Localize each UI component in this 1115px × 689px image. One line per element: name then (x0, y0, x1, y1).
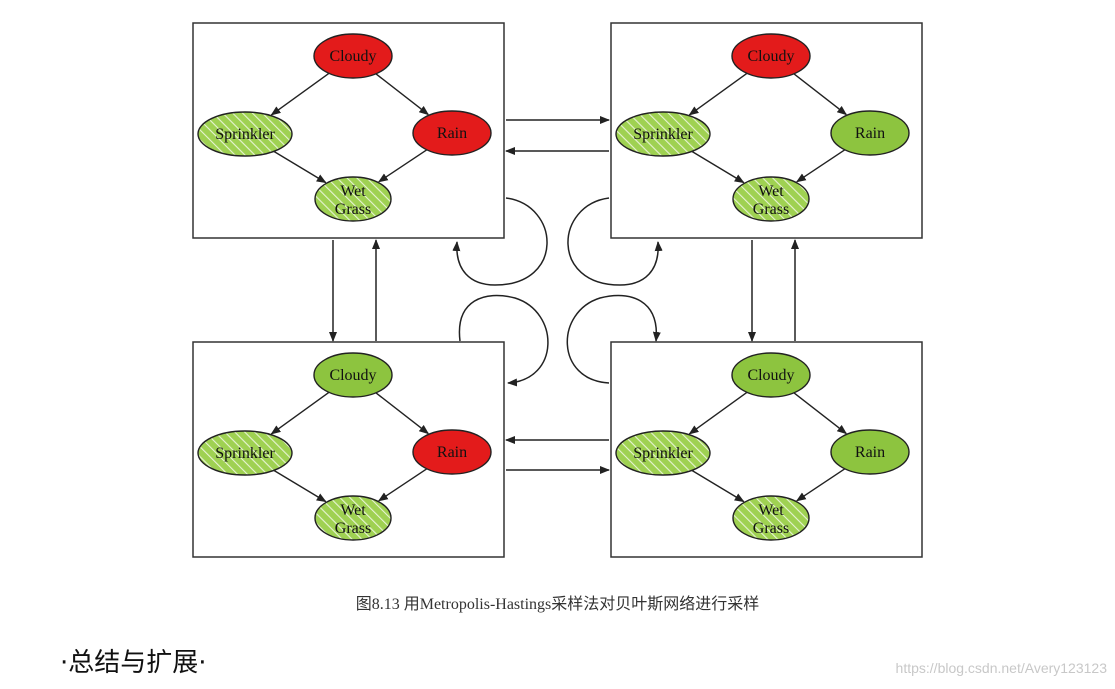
node-label: Rain (437, 125, 467, 142)
edge-sprinkler-wetgrass (273, 150, 327, 184)
node-label: Cloudy (329, 48, 376, 65)
edge-cloudy-sprinkler (270, 391, 330, 435)
node-rain (412, 429, 492, 475)
node-label-line1: Wet (340, 502, 366, 519)
node-label: Rain (855, 444, 885, 461)
self-loop-top-left (452, 197, 548, 286)
edge-cloudy-sprinkler (270, 72, 330, 116)
node-label-line1: Wet (758, 183, 784, 200)
edge-sprinkler-wetgrass (691, 150, 745, 184)
node-label: Sprinkler (633, 126, 693, 143)
node-cloudy (731, 352, 811, 398)
node-sprinkler (197, 430, 293, 476)
node-label: Rain (855, 125, 885, 142)
node-label-line2: Grass (753, 520, 789, 537)
edge-cloudy-rain (375, 392, 430, 435)
figure-caption: 图8.13 用Metropolis-Hastings采样法对贝叶斯网络进行采样 (355, 596, 760, 613)
self-loop-bottom-left (458, 294, 549, 387)
node-cloudy (731, 33, 811, 79)
node-sprinkler (615, 430, 711, 476)
node-label: Sprinkler (215, 445, 275, 462)
edge-sprinkler-wetgrass (691, 469, 745, 503)
node-label: Cloudy (329, 367, 376, 384)
node-cloudy (313, 33, 393, 79)
self-loop-top-right (567, 197, 663, 286)
edge-cloudy-sprinkler (688, 72, 748, 116)
node-cloudy (313, 352, 393, 398)
node-label-line1: Wet (758, 502, 784, 519)
edge-cloudy-sprinkler (688, 391, 748, 435)
section-heading: ·总结与扩展· (60, 648, 207, 678)
transition-arrows (329, 116, 799, 474)
node-label: Cloudy (747, 48, 794, 65)
edge-sprinkler-wetgrass (273, 469, 327, 503)
node-wet-grass (314, 495, 392, 541)
node-label-line2: Grass (753, 201, 789, 218)
node-label-line2: Grass (335, 201, 371, 218)
edge-rain-wetgrass (377, 468, 428, 502)
edge-rain-wetgrass (795, 149, 846, 183)
watermark: https://blog.csdn.net/Avery123123 (895, 660, 1107, 676)
edge-cloudy-rain (793, 392, 848, 435)
node-label: Rain (437, 444, 467, 461)
node-wet-grass (732, 176, 810, 222)
node-label: Sprinkler (633, 445, 693, 462)
node-sprinkler (615, 111, 711, 157)
node-rain (830, 110, 910, 156)
node-label-line1: Wet (340, 183, 366, 200)
node-wet-grass (732, 495, 810, 541)
node-wet-grass (314, 176, 392, 222)
node-label-line2: Grass (335, 520, 371, 537)
node-rain (830, 429, 910, 475)
self-loop-arrows (452, 197, 663, 387)
node-label: Sprinkler (215, 126, 275, 143)
edge-cloudy-rain (793, 73, 848, 116)
edge-rain-wetgrass (377, 149, 428, 183)
node-sprinkler (197, 111, 293, 157)
edge-cloudy-rain (375, 73, 430, 116)
self-loop-bottom-right (566, 294, 661, 384)
node-label: Cloudy (747, 367, 794, 384)
node-rain (412, 110, 492, 156)
edge-rain-wetgrass (795, 468, 846, 502)
